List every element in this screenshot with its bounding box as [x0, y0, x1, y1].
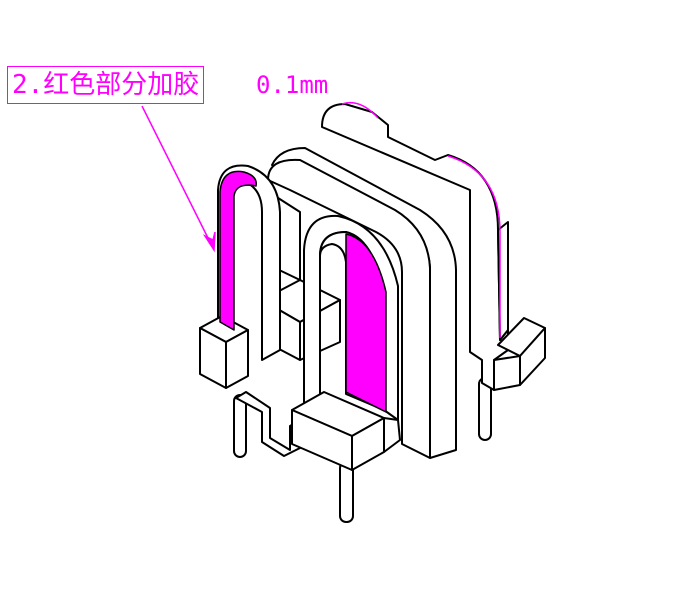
annotation-label: 2.红色部分加胶 [12, 70, 200, 100]
annotation-traces [341, 101, 501, 338]
left-foot-side [225, 329, 249, 389]
leader-arrowhead [202, 231, 216, 253]
annotation-label-box: 2.红色部分加胶 [7, 66, 205, 104]
pin-left [233, 394, 247, 458]
trace-back-right [447, 155, 501, 338]
middle-flange-face [267, 158, 431, 459]
annotation-value: 0.1mm [256, 71, 329, 99]
right-foot-side [519, 327, 546, 386]
trace-back-top [341, 101, 379, 119]
glue-region-front [345, 233, 387, 413]
front-foot-step [383, 417, 401, 453]
glue-region-left [219, 170, 257, 331]
pin-front [339, 461, 354, 523]
right-foot-front [493, 355, 521, 391]
leader-line [141, 105, 213, 247]
glue-regions [219, 170, 387, 413]
leader-arrow [141, 105, 216, 253]
